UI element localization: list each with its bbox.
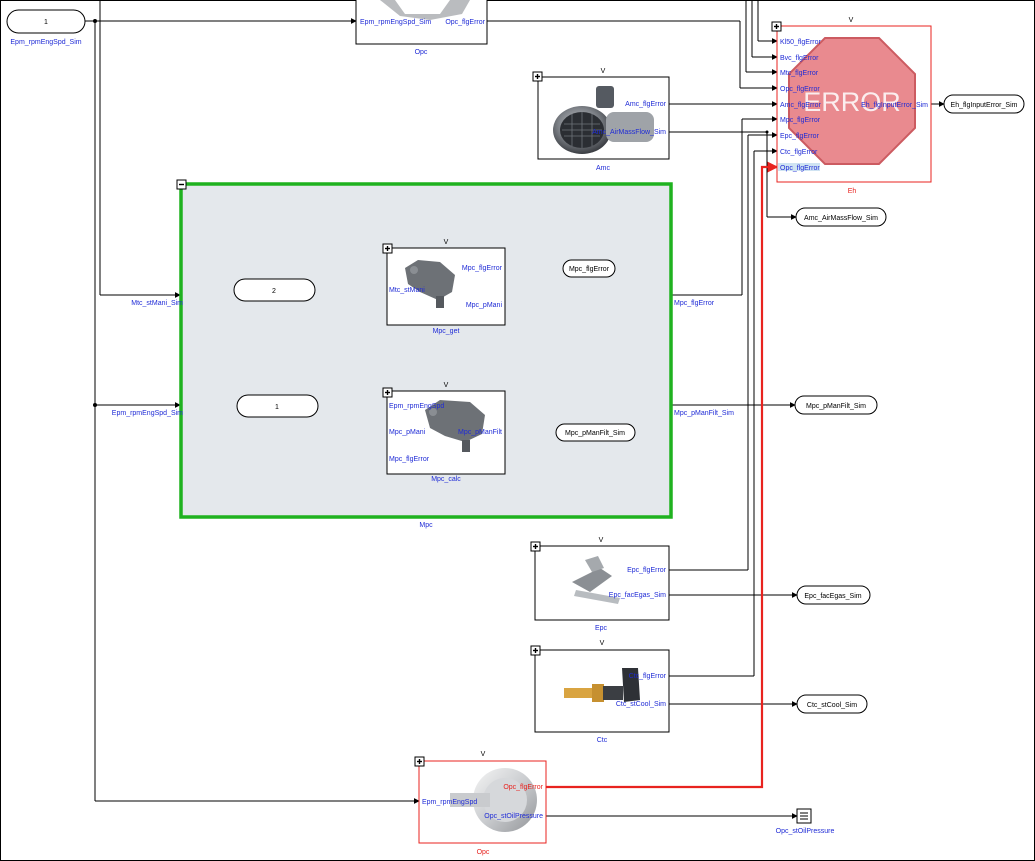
port-label: Ctc_flgError — [780, 149, 818, 156]
port-label: Kl50_flgError — [780, 39, 822, 46]
port-label: Mpc_flgError — [780, 117, 821, 124]
coolant-sensor-image — [564, 668, 640, 702]
stop-sign-icon — [788, 37, 916, 165]
svg-text:Mpc_pManFilt_Sim: Mpc_pManFilt_Sim — [806, 403, 866, 410]
inport-epm[interactable]: 1 Epm_rpmEngSpd_Sim — [6, 9, 86, 46]
inport-number: 1 — [44, 19, 48, 26]
port-label: Epc_flgError — [627, 567, 667, 574]
block-amc[interactable]: V Amc_flgError Amc_AirMassFlow_Sim Amc — [532, 68, 670, 172]
port-label: Ctc_flgError — [629, 673, 667, 680]
block-name: Opc — [415, 49, 428, 56]
port-label: Mpc_pManFilt_Sim — [674, 410, 734, 417]
port-label: Opc_flgError — [780, 165, 820, 172]
svg-text:V: V — [444, 382, 449, 389]
svg-text:Amc_AirMassFlow_Sim: Amc_AirMassFlow_Sim — [804, 215, 878, 222]
port-label: Amc_AirMassFlow_Sim — [592, 129, 666, 136]
svg-text:V: V — [849, 17, 854, 24]
subsystem-mpc[interactable]: Mtc_stMani_Sim Epm_rpmEngSpd_Sim Mpc_flg… — [112, 179, 734, 529]
svg-text:2: 2 — [272, 288, 276, 295]
svg-text:V: V — [599, 537, 604, 544]
inport-label: Epm_rpmEngSpd_Sim — [10, 39, 81, 46]
svg-text:V: V — [481, 751, 486, 758]
outport-eh[interactable]: Eh_flgInputError_Sim — [943, 94, 1025, 114]
block-epc[interactable]: V Epc_flgError Epc_facEgas_Sim Epc — [530, 537, 670, 632]
block-name: Eh — [848, 188, 857, 195]
pressure-sensor-image — [405, 260, 455, 308]
port-label: Epm_rpmEngSpd_Sim — [360, 19, 431, 26]
port-label: Opc_flgError — [503, 784, 543, 791]
port-label: Amc_flgError — [625, 101, 667, 108]
port-label: Eh_flgInputError_Sim — [861, 102, 928, 109]
port-label: Mpc_flgError — [389, 456, 430, 463]
port-label: Opc_flgError — [780, 86, 820, 93]
constant-mpc-get[interactable]: 2 — [233, 278, 316, 302]
outport-amc[interactable]: Amc_AirMassFlow_Sim — [795, 207, 887, 227]
port-label: Opc_stOilPressure — [484, 813, 543, 820]
pressure-sensor-image — [425, 400, 485, 452]
terminator-opc[interactable]: Opc_stOilPressure — [776, 808, 835, 835]
svg-text:1: 1 — [275, 404, 279, 411]
svg-text:V: V — [601, 68, 606, 75]
block-name: Opc — [477, 849, 490, 856]
block-eh[interactable]: V ERROR Kl50_flgError Bvc_flgError Mtc_f… — [771, 17, 932, 195]
port-label: Mpc_pManFilt — [458, 429, 502, 436]
port-label: Epm_rpmEngSpd — [389, 403, 444, 410]
svg-text:Opc_stOilPressure: Opc_stOilPressure — [776, 828, 835, 835]
outport-epc[interactable]: Epc_facEgas_Sim — [796, 585, 871, 605]
svg-text:Ctc_stCool_Sim: Ctc_stCool_Sim — [807, 702, 857, 709]
port-label: Amc_flgError — [780, 102, 822, 109]
block-name: Epc — [595, 625, 608, 632]
block-name: Mpc — [419, 522, 433, 529]
stop-sign-text: ERROR — [803, 87, 901, 117]
outport-ctc[interactable]: Ctc_stCool_Sim — [796, 694, 868, 714]
port-label: Bvc_flgError — [780, 55, 819, 62]
port-label: Epc_facEgas_Sim — [609, 592, 666, 599]
block-opc[interactable]: V Epm_rpmEngSpd Opc_flgError Opc_stOilPr… — [414, 751, 547, 856]
constant-mpc-calc[interactable]: 1 — [236, 394, 319, 418]
svg-text:Epc_facEgas_Sim: Epc_facEgas_Sim — [804, 593, 861, 600]
outport-mpc-pmanfilt-inner[interactable]: Mpc_pManFilt_Sim — [555, 423, 636, 442]
svg-text:Eh_flgInputError_Sim: Eh_flgInputError_Sim — [951, 102, 1018, 109]
block-opc-top[interactable]: Epm_rpmEngSpd_Sim Opc_flgError Opc — [355, 0, 488, 56]
port-label: Mtc_flgError — [780, 70, 819, 77]
port-label: Opc_flgError — [445, 19, 485, 26]
svg-text:V: V — [444, 239, 449, 246]
svg-text:Mpc_pManFilt_Sim: Mpc_pManFilt_Sim — [565, 430, 625, 437]
block-mpc-get[interactable]: V Mtc_stMani Mpc_flgError Mpc_pMani Mpc_… — [382, 239, 506, 335]
block-name: Mpc_calc — [431, 476, 461, 483]
port-label: Epm_rpmEngSpd_Sim — [112, 410, 183, 417]
outport-mpc-flgerror[interactable]: Mpc_flgError — [562, 259, 616, 278]
port-label: Ctc_stCool_Sim — [616, 701, 666, 708]
port-label: Epc_flgError — [780, 133, 820, 140]
port-label: Mpc_pMani — [389, 429, 426, 436]
block-ctc[interactable]: V Ctc_flgError Ctc_stCool_Sim Ctc — [530, 640, 670, 744]
svg-text:V: V — [600, 640, 605, 647]
block-name: Mpc_get — [433, 328, 460, 335]
port-label: Epm_rpmEngSpd — [422, 799, 477, 806]
svg-text:Mpc_flgError: Mpc_flgError — [569, 266, 610, 273]
pedal-sensor-image — [572, 556, 620, 604]
block-mpc-calc[interactable]: V Epm_rpmEngSpd Mpc_pMani Mpc_flgError M… — [382, 382, 506, 483]
port-label: Mtc_stMani — [389, 287, 425, 294]
outport-mpc-pmanfilt[interactable]: Mpc_pManFilt_Sim — [794, 395, 878, 415]
port-label: Mpc_flgError — [674, 300, 715, 307]
port-label: Mpc_flgError — [462, 265, 503, 272]
mass-air-flow-sensor-image — [553, 86, 654, 154]
block-name: Ctc — [597, 737, 608, 744]
port-label: Mpc_pMani — [466, 302, 503, 309]
port-label: Mtc_stMani_Sim — [131, 300, 183, 307]
block-name: Amc — [596, 165, 611, 172]
oil-pressure-sensor-image — [450, 768, 537, 832]
